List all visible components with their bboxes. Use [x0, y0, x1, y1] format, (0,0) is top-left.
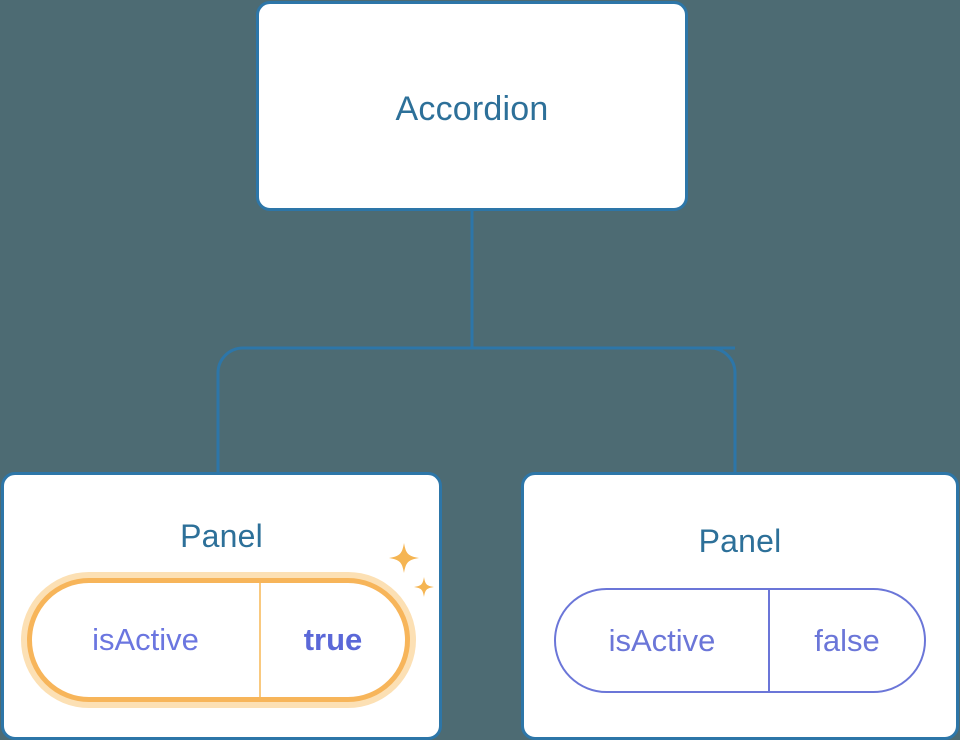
prop-value: true — [303, 622, 363, 657]
prop-key: isActive — [556, 590, 770, 691]
node-accordion[interactable]: Accordion — [256, 1, 688, 211]
node-accordion-title: Accordion — [395, 90, 549, 128]
node-panel-right-title: Panel — [698, 523, 782, 559]
prop-pill-isactive-true[interactable]: isActive true — [27, 578, 410, 702]
connector-branch-left — [216, 346, 244, 472]
node-panel-left-title: Panel — [180, 518, 263, 554]
connector-branch-right — [709, 346, 737, 472]
prop-pill-isactive-false[interactable]: isActive false — [554, 588, 926, 693]
prop-key: isActive — [32, 583, 261, 697]
prop-value: false — [814, 622, 880, 658]
